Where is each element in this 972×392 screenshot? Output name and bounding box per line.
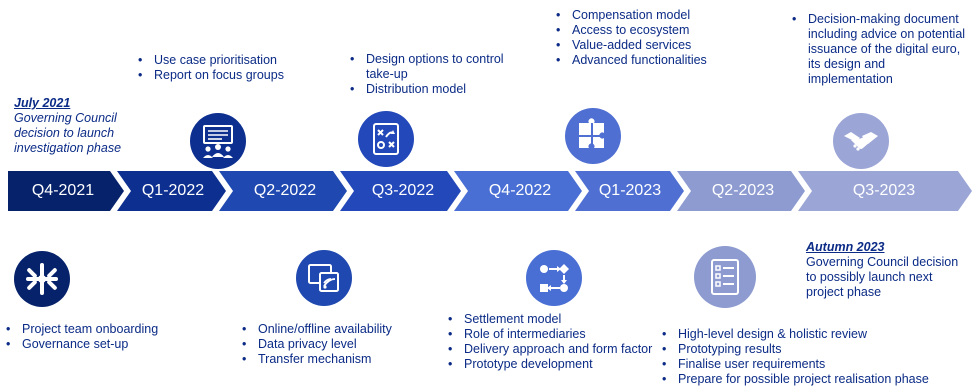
focus-group-presentation-icon — [190, 113, 246, 169]
list-item: Report on focus groups — [132, 68, 332, 83]
milestone-end-date: Autumn 2023 — [806, 240, 885, 254]
list-item: Value-added services — [550, 38, 750, 53]
puzzle-icon — [565, 108, 621, 164]
quarter-label-q3-2023: Q3-2023 — [852, 182, 916, 199]
quarter-label-q4-2021: Q4-2021 — [31, 182, 95, 199]
milestone-start: July 2021 Governing Council decision to … — [14, 96, 154, 156]
list-item: Project team onboarding — [0, 322, 200, 337]
deliverables-q2-2022: Online/offline availability Data privacy… — [236, 322, 446, 367]
strategy-board-icon — [358, 111, 414, 167]
list-item: Prototyping results — [656, 342, 972, 357]
chevron-q4-2021 — [8, 171, 124, 211]
quarter-label-q1-2022: Q1-2022 — [141, 182, 205, 199]
milestone-start-text: Governing Council decision to launch inv… — [14, 111, 122, 155]
deliverables-q1-2022: Use case prioritisation Report on focus … — [132, 53, 332, 83]
chevron-q2-2023 — [677, 171, 805, 211]
deliverables-q2-2023: High-level design & holistic review Prot… — [656, 327, 972, 387]
list-item: Design options to control take-up — [344, 52, 504, 82]
list-item: High-level design & holistic review — [656, 327, 972, 342]
timeline-bar — [8, 171, 972, 211]
list-item: Governance set-up — [0, 337, 200, 352]
milestone-end-text: Governing Council decision to possibly l… — [806, 255, 959, 299]
list-item: Delivery approach and form factor — [442, 342, 654, 357]
deliverables-q3-2022: Design options to control take-up Distri… — [344, 52, 504, 97]
list-item: Role of intermediaries — [442, 327, 654, 342]
list-item: Decision-making document including advic… — [786, 12, 970, 87]
list-item: Online/offline availability — [236, 322, 446, 337]
chevron-q1-2022 — [117, 171, 226, 211]
team-hands-icon — [14, 251, 70, 307]
quarter-label-q2-2023: Q2-2023 — [711, 182, 775, 199]
list-item: Advanced functionalities — [550, 53, 750, 68]
deliverables-q4-2022: Settlement model Role of intermediaries … — [442, 312, 654, 372]
quarter-label-q3-2022: Q3-2022 — [371, 182, 435, 199]
chevron-q3-2023 — [798, 171, 972, 211]
chevron-q1-2023 — [575, 171, 684, 211]
chevron-q3-2022 — [340, 171, 461, 211]
list-item: Compensation model — [550, 8, 750, 23]
list-item: Use case prioritisation — [132, 53, 332, 68]
deliverables-q3-2023: Decision-making document including advic… — [786, 12, 970, 87]
list-item: Prepare for possible project realisation… — [656, 372, 972, 387]
list-item: Data privacy level — [236, 337, 446, 352]
process-flow-icon — [526, 250, 582, 306]
quarter-label-q2-2022: Q2-2022 — [253, 182, 317, 199]
chevron-q4-2022 — [454, 171, 582, 211]
milestone-end: Autumn 2023 Governing Council decision t… — [806, 240, 972, 300]
checklist-icon — [694, 246, 756, 308]
list-item: Transfer mechanism — [236, 352, 446, 367]
handshake-icon — [833, 113, 889, 169]
list-item: Settlement model — [442, 312, 654, 327]
quarter-label-q4-2022: Q4-2022 — [488, 182, 552, 199]
milestone-start-date: July 2021 — [14, 96, 71, 110]
deliverables-q1-2023: Compensation model Access to ecosystem V… — [550, 8, 750, 68]
list-item: Distribution model — [344, 82, 504, 97]
chevron-q2-2022 — [219, 171, 347, 211]
list-item: Finalise user requirements — [656, 357, 972, 372]
list-item: Prototype development — [442, 357, 654, 372]
quarter-label-q1-2023: Q1-2023 — [598, 182, 662, 199]
deliverables-q4-2021: Project team onboarding Governance set-u… — [0, 322, 200, 352]
wireless-devices-icon — [296, 250, 352, 306]
list-item: Access to ecosystem — [550, 23, 750, 38]
